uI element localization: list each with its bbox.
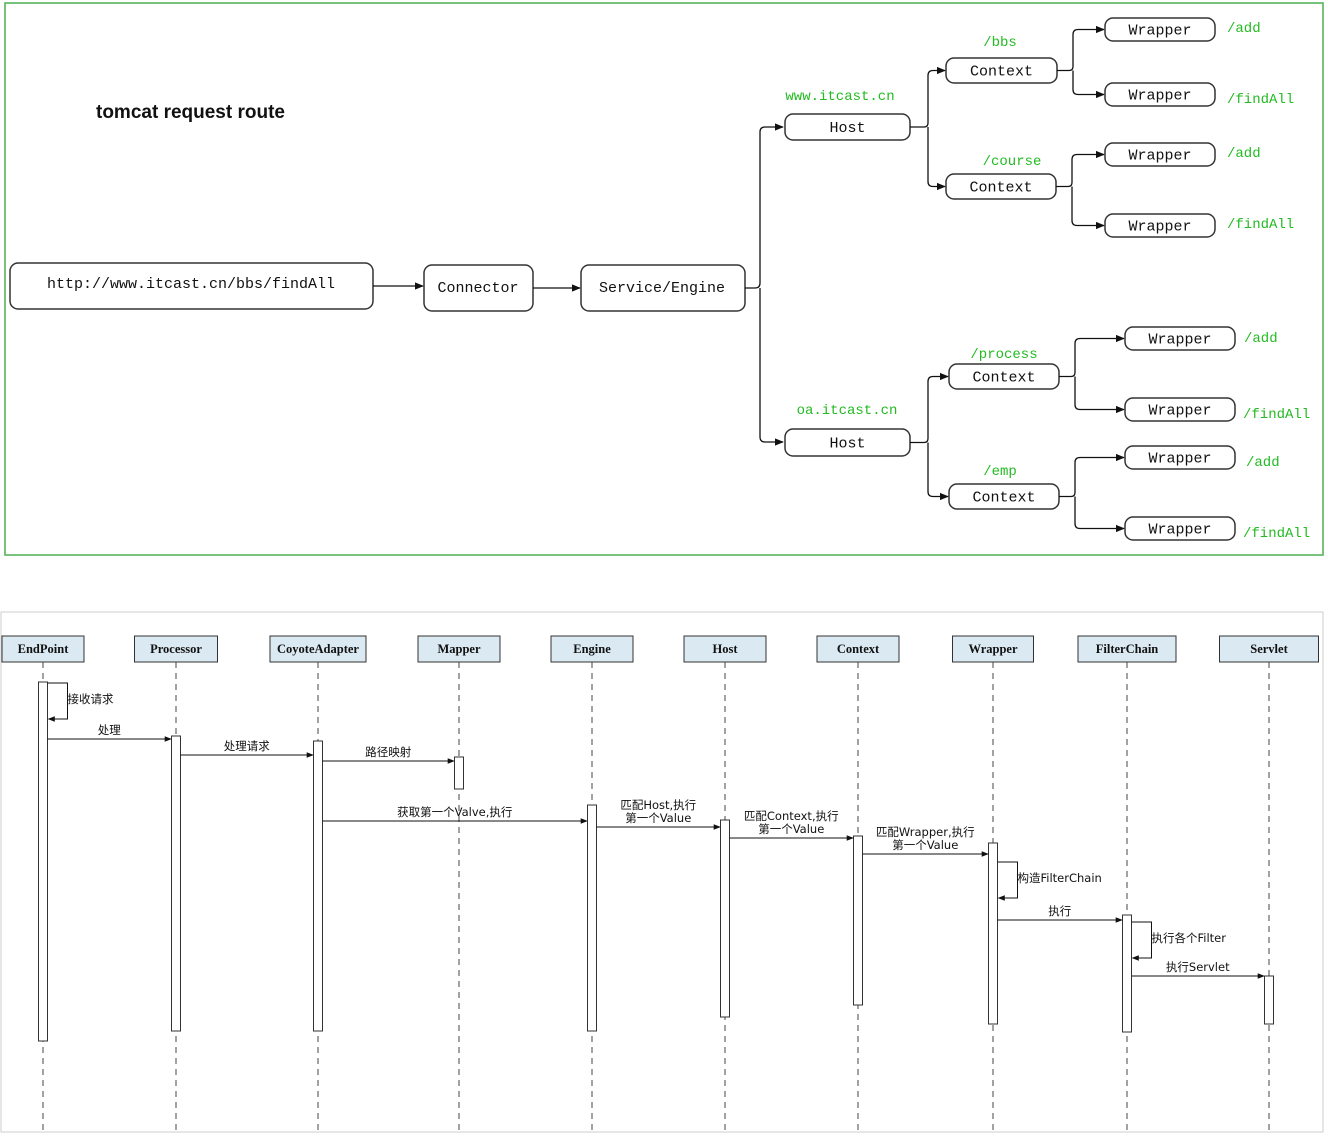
context-path-label: /process — [970, 347, 1037, 363]
context-path-label: /course — [983, 154, 1042, 170]
context-path-label: /emp — [983, 464, 1017, 480]
engine-text: Service/Engine — [599, 280, 725, 297]
host-name-label: www.itcast.cn — [785, 89, 894, 105]
message-label: 执行各个Filter — [1152, 931, 1227, 945]
wrapper-box — [1104, 142, 1216, 167]
message-label: 处理请求 — [224, 739, 270, 753]
self-message-arrow — [997, 861, 1018, 901]
activation-bar — [313, 740, 323, 1032]
wrapper-path-label: /add — [1244, 331, 1278, 347]
participant-label: Processor — [150, 642, 202, 656]
message-label: 路径映射 — [365, 745, 411, 759]
message-label: 匹配Context,执行 — [744, 809, 839, 823]
wrapper-box — [1104, 17, 1216, 42]
participant-box — [1077, 635, 1177, 663]
wrapper-path-label: /findAll — [1243, 526, 1310, 542]
participant-label: CoyoteAdapter — [277, 642, 359, 656]
wrapper-box — [1124, 516, 1236, 541]
wrapper-box — [1104, 213, 1216, 238]
wrapper-path-label: /findAll — [1243, 407, 1310, 423]
message-label: 构造FilterChain — [1018, 871, 1102, 885]
wrapper-box — [1124, 326, 1236, 351]
wrapper-box-text: Wrapper — [1128, 148, 1191, 165]
connector-text: Connector — [437, 280, 518, 297]
participant-box — [134, 635, 218, 663]
participant-box — [550, 635, 634, 663]
wrapper-box — [1104, 82, 1216, 107]
wrapper-path-label: /findAll — [1227, 92, 1294, 108]
route-title: tomcat request route — [96, 102, 285, 123]
activation-bar — [587, 804, 597, 1032]
wrapper-box-text: Wrapper — [1148, 332, 1211, 349]
participant-box — [269, 635, 367, 663]
participant-box — [816, 635, 900, 663]
host-box-text: Host — [829, 436, 865, 453]
message-label: 处理 — [98, 723, 121, 737]
participant-box — [952, 635, 1034, 663]
participant-label: Context — [837, 642, 880, 656]
participant-box — [1219, 635, 1319, 663]
activation-bar — [720, 819, 730, 1018]
sequence-frame — [0, 611, 1324, 1133]
participant-label: FilterChain — [1096, 642, 1159, 656]
message-label: 匹配Wrapper,执行 — [876, 825, 975, 839]
participant-label: Mapper — [437, 642, 481, 656]
participant-label: EndPoint — [18, 642, 70, 656]
activation-bar — [1264, 975, 1274, 1025]
wrapper-box — [1124, 445, 1236, 470]
url-text: http://www.itcast.cn/bbs/findAll — [47, 276, 335, 293]
message-label: 接收请求 — [68, 692, 114, 706]
message-label: 第一个Value — [758, 822, 824, 836]
route-frame — [4, 2, 1324, 556]
context-box-text: Context — [972, 370, 1035, 387]
message-label: 获取第一个Valve,执行 — [397, 805, 512, 819]
message-label: 第一个Value — [892, 838, 958, 852]
wrapper-box-text: Wrapper — [1128, 88, 1191, 105]
activation-bar — [454, 756, 464, 790]
activation-bar — [171, 735, 181, 1032]
message-label: 执行Servlet — [1166, 960, 1230, 974]
participant-box — [1, 635, 85, 663]
activation-bar — [988, 842, 998, 1025]
wrapper-box-text: Wrapper — [1128, 219, 1191, 236]
self-message-arrow — [47, 682, 68, 722]
message-label: 匹配Host,执行 — [620, 798, 696, 812]
wrapper-path-label: /add — [1246, 455, 1280, 471]
message-label: 执行 — [1048, 904, 1071, 918]
wrapper-path-label: /add — [1227, 21, 1261, 37]
host-name-label: oa.itcast.cn — [797, 403, 898, 419]
wrapper-box-text: Wrapper — [1128, 23, 1191, 40]
activation-bar — [1122, 914, 1132, 1033]
context-box-text: Context — [970, 64, 1033, 81]
wrapper-box-text: Wrapper — [1148, 451, 1211, 468]
wrapper-box — [1124, 397, 1236, 422]
context-box-text: Context — [972, 490, 1035, 507]
sequence-diagram: EndPoint Processor CoyoteAdapter Mapper Engi… — [0, 611, 1324, 1133]
activation-bar — [38, 681, 48, 1042]
wrapper-path-label: /add — [1227, 146, 1261, 162]
context-path-label: /bbs — [983, 35, 1017, 51]
message-label: 第一个Value — [625, 811, 691, 825]
self-message-arrow — [1131, 921, 1152, 961]
participant-label: Wrapper — [968, 642, 1018, 656]
participant-label: Host — [713, 642, 739, 656]
route-diagram: tomcat request route http://www.itcast.c… — [4, 2, 1324, 556]
wrapper-path-label: /findAll — [1227, 217, 1294, 233]
wrapper-box-text: Wrapper — [1148, 403, 1211, 420]
activation-bar — [853, 835, 863, 1006]
host-box-text: Host — [829, 120, 865, 137]
wrapper-box-text: Wrapper — [1148, 522, 1211, 539]
participant-label: Servlet — [1250, 642, 1288, 656]
participant-label: Engine — [573, 642, 611, 656]
context-box-text: Context — [969, 180, 1032, 197]
participant-box — [683, 635, 767, 663]
